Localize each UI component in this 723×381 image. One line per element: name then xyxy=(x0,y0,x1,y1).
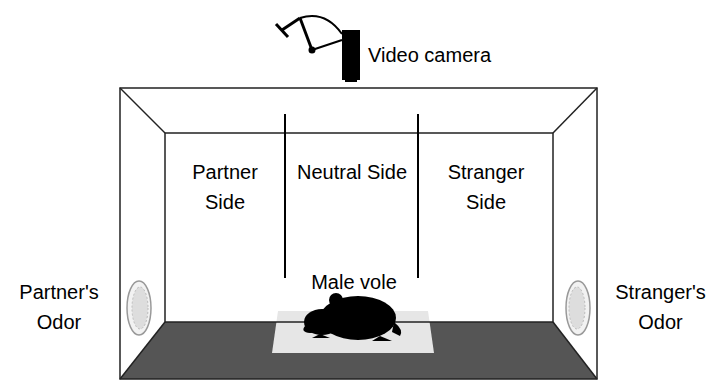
chamber-divider xyxy=(284,114,286,278)
chamber-label: Partner Side xyxy=(172,157,278,217)
chamber-edge xyxy=(553,88,597,133)
odor-label: Partner's Odor xyxy=(2,277,116,337)
odor-dish xyxy=(127,281,151,335)
device-label: Video camera xyxy=(368,40,568,70)
chamber-outer xyxy=(120,88,597,379)
chamber-edge xyxy=(120,88,165,133)
chamber-label: Stranger Side xyxy=(426,157,546,217)
chamber-divider xyxy=(417,114,419,278)
chamber-back-wall xyxy=(165,133,553,322)
odor-dish xyxy=(566,281,590,335)
video-camera xyxy=(276,16,360,82)
vole-silhouette xyxy=(303,293,401,341)
odor-label: Stranger's Odor xyxy=(600,277,721,337)
chamber-label: Neutral Side xyxy=(296,157,408,187)
animal-label: Male vole xyxy=(288,267,420,297)
